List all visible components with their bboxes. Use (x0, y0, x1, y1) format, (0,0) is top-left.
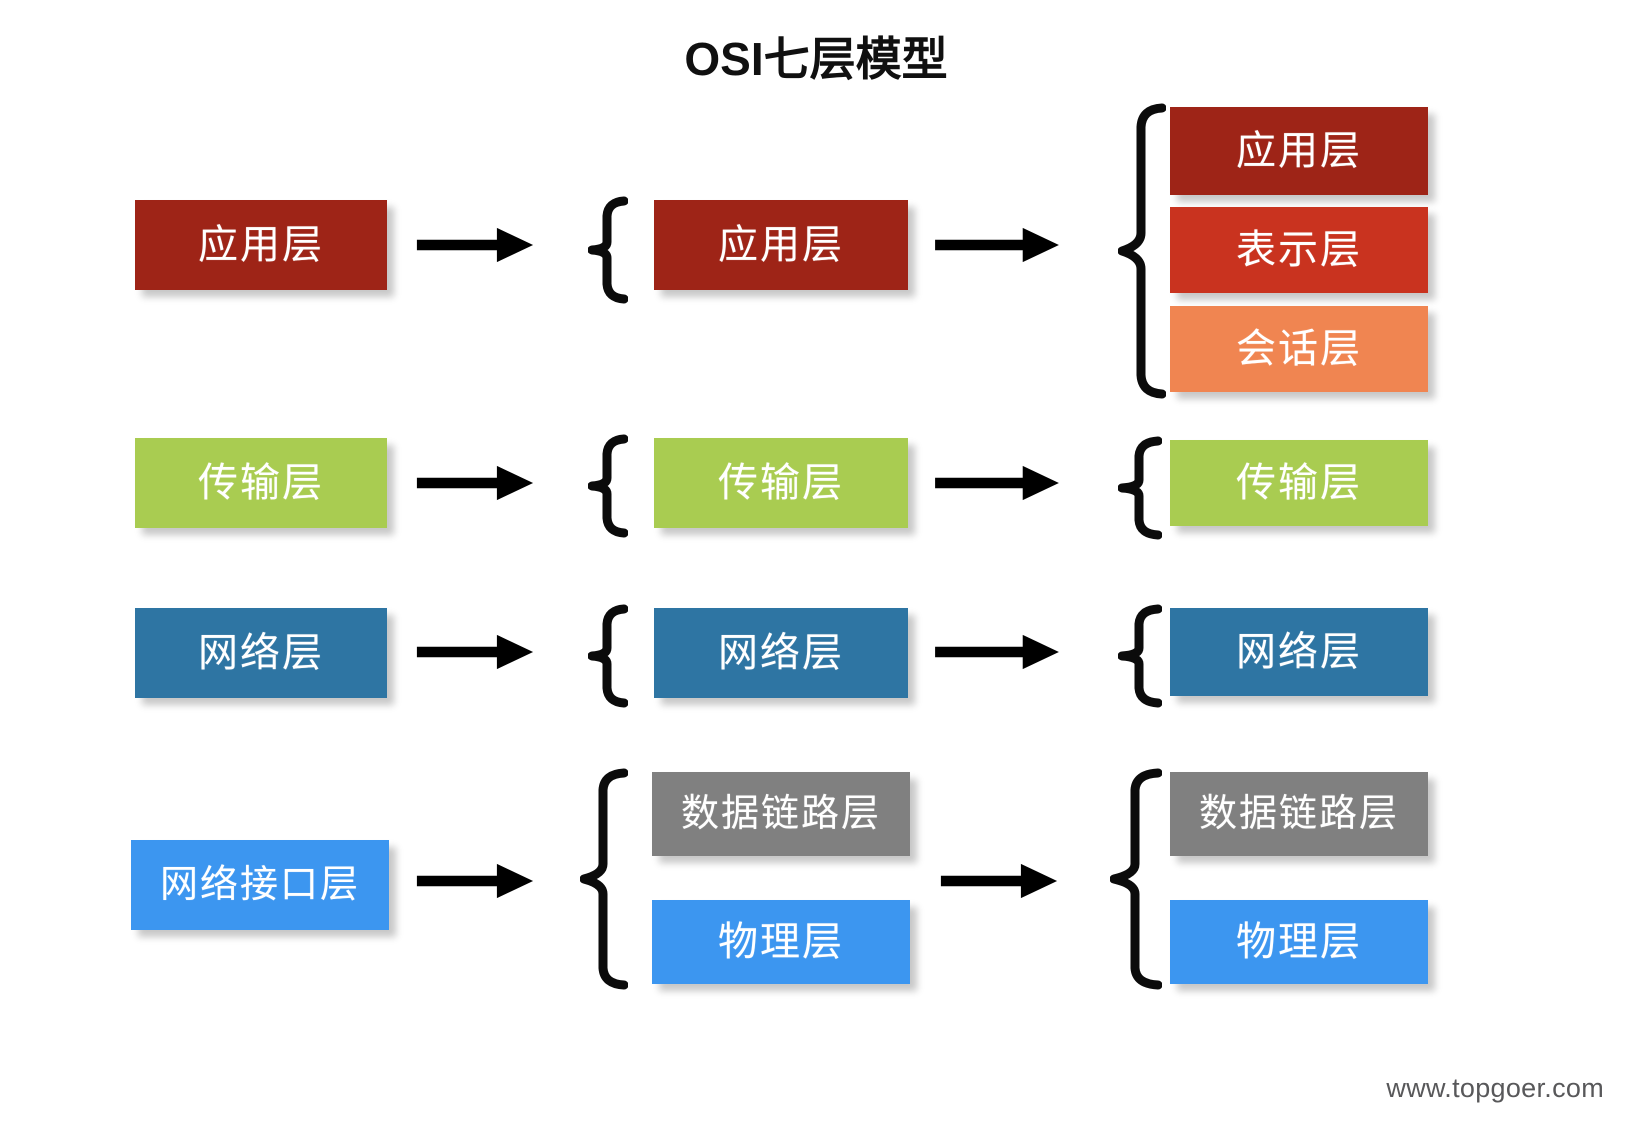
brace-col3-application (1118, 103, 1166, 399)
brace-col2-transport (588, 434, 628, 538)
box-label: 传输层 (718, 461, 844, 505)
box-label: 应用层 (1236, 129, 1362, 173)
box-label: 应用层 (718, 223, 844, 267)
box-label: 网络层 (1236, 630, 1362, 674)
box-col1-network-interface[interactable]: 网络接口层 (131, 840, 389, 930)
brace-col3-transport (1118, 436, 1162, 540)
brace-col2-application (588, 196, 628, 304)
brace-col2-network (588, 604, 628, 708)
brace-col3-network (1118, 604, 1162, 708)
box-label: 表示层 (1236, 228, 1362, 272)
arrow-app-1to2 (416, 227, 534, 263)
box-label: 物理层 (718, 920, 844, 964)
arrow-transport-2to3 (935, 465, 1059, 501)
watermark: www.topgoer.com (1386, 1073, 1604, 1103)
arrow-network-2to3 (935, 634, 1059, 670)
box-col3-application[interactable]: 应用层 (1170, 107, 1428, 195)
box-col2-transport[interactable]: 传输层 (654, 438, 908, 528)
box-col3-datalink[interactable]: 数据链路层 (1170, 772, 1428, 856)
box-col1-transport[interactable]: 传输层 (135, 438, 387, 528)
box-col3-transport[interactable]: 传输层 (1170, 440, 1428, 526)
box-label: 网络层 (198, 631, 324, 675)
box-label: 应用层 (198, 223, 324, 267)
box-label: 物理层 (1236, 920, 1362, 964)
box-label: 数据链路层 (1198, 793, 1399, 835)
box-col3-presentation[interactable]: 表示层 (1170, 207, 1428, 293)
box-col2-application[interactable]: 应用层 (654, 200, 908, 290)
box-label: 网络层 (718, 631, 844, 675)
brace-col3-link (1110, 768, 1162, 990)
arrow-interface-2to3 (940, 863, 1058, 899)
page-title: OSI七层模型 (684, 33, 948, 85)
box-col1-application[interactable]: 应用层 (135, 200, 387, 290)
box-label: 传输层 (198, 461, 324, 505)
arrow-app-2to3 (935, 227, 1059, 263)
box-col3-network[interactable]: 网络层 (1170, 608, 1428, 696)
arrow-network-1to2 (416, 634, 534, 670)
box-label: 数据链路层 (680, 793, 881, 835)
box-col2-network[interactable]: 网络层 (654, 608, 908, 698)
box-col2-datalink[interactable]: 数据链路层 (652, 772, 910, 856)
box-col3-physical[interactable]: 物理层 (1170, 900, 1428, 984)
box-label: 传输层 (1236, 461, 1362, 505)
box-label: 网络接口层 (159, 864, 360, 906)
box-col1-network[interactable]: 网络层 (135, 608, 387, 698)
arrow-interface-1to2 (416, 863, 534, 899)
arrow-transport-1to2 (416, 465, 534, 501)
brace-col2-link (580, 768, 628, 990)
box-col2-physical[interactable]: 物理层 (652, 900, 910, 984)
box-col3-session[interactable]: 会话层 (1170, 306, 1428, 392)
box-label: 会话层 (1236, 327, 1362, 371)
